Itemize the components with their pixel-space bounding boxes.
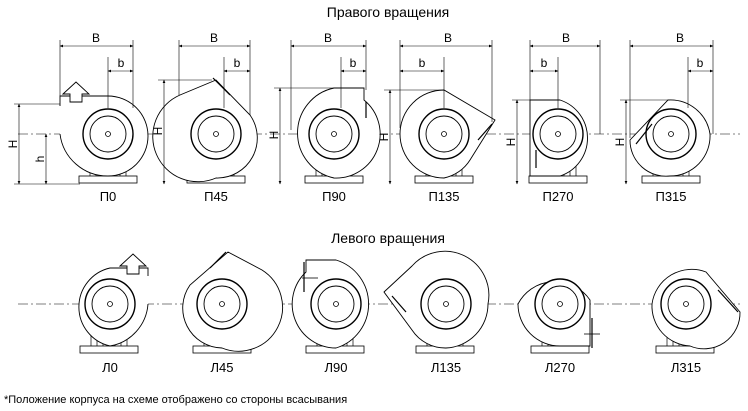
dim-b-p45: B	[210, 31, 218, 45]
dim-h-p315: H	[613, 138, 627, 147]
fan-l315	[651, 268, 741, 354]
impeller-hub	[333, 301, 339, 307]
fan-p135	[399, 89, 496, 184]
impeller-hub	[213, 131, 219, 137]
dim-h-p270: H	[504, 138, 518, 147]
outlet-arrow-icon	[61, 81, 91, 103]
fan-l45	[182, 251, 283, 354]
fan-p90	[297, 87, 381, 184]
impeller-inner	[91, 285, 129, 323]
dim-b-small-p315: b	[697, 56, 704, 70]
impeller-inner	[89, 115, 127, 153]
impeller-hub	[441, 131, 447, 137]
impeller-hub	[555, 131, 561, 137]
dim-b-p0: B	[92, 31, 100, 45]
impeller-hub	[557, 301, 563, 307]
impeller-inner	[197, 115, 235, 153]
fan-l135	[383, 250, 490, 354]
label-p90: П90	[322, 189, 346, 204]
label-p270: П270	[542, 189, 573, 204]
dim-b-small-p45: b	[234, 56, 241, 70]
fan-p0	[59, 81, 149, 184]
outlet-flange	[717, 289, 739, 313]
impeller-inner	[427, 285, 465, 323]
impeller-inner	[541, 285, 579, 323]
label-l0: Л0	[102, 360, 118, 375]
impeller-hub	[683, 301, 689, 307]
fan-l90	[291, 259, 369, 354]
impeller-inner	[667, 285, 705, 323]
label-p315: П315	[655, 189, 686, 204]
impeller-inner	[652, 115, 690, 153]
right-rotation-dimension-labels: B b H h B b H B b H B b H B b H B b H	[6, 31, 704, 162]
outlet-arrow-icon	[118, 253, 148, 275]
impeller-inner	[539, 115, 577, 153]
dim-b-small-p135: b	[419, 56, 426, 70]
dim-h-p0: H	[6, 140, 20, 149]
bottom-title: Левого вращения	[331, 230, 445, 246]
fan-p270	[528, 99, 588, 184]
impeller-hub	[219, 301, 225, 307]
impeller-hub	[443, 301, 449, 307]
dim-b-small-p90: b	[350, 56, 357, 70]
footnote: *Положение корпуса на схеме отображено с…	[4, 394, 347, 406]
dim-b-p270: B	[562, 31, 570, 45]
right-rotation-row	[59, 77, 711, 184]
outlet-flange	[212, 77, 231, 96]
right-rotation-labels: П0 П45 П90 П135 П270 П315	[100, 189, 687, 204]
fan-l270	[517, 278, 600, 354]
outlet-flange	[635, 123, 653, 145]
impeller-hub	[107, 301, 113, 307]
impeller-inner	[203, 285, 241, 323]
impeller-inner	[317, 285, 355, 323]
impeller-hub	[668, 131, 674, 137]
label-l45: Л45	[211, 360, 234, 375]
label-l90: Л90	[325, 360, 348, 375]
right-rotation-dimensions	[14, 40, 714, 185]
dim-h-small-p0: h	[33, 156, 47, 163]
dim-b-small-p0: b	[118, 56, 125, 70]
impeller-inner	[315, 115, 353, 153]
dim-b-p315: B	[676, 31, 684, 45]
label-p0: П0	[100, 189, 117, 204]
label-l270: Л270	[545, 360, 575, 375]
fan-p315	[629, 99, 711, 184]
dim-h-p45: H	[151, 127, 165, 136]
label-l135: Л135	[431, 360, 461, 375]
outlet-flange	[477, 123, 493, 141]
fan-l0	[78, 253, 149, 354]
label-p135: П135	[428, 189, 459, 204]
left-rotation-row	[78, 250, 741, 354]
top-title: Правого вращения	[327, 4, 449, 20]
dim-h-p90: H	[267, 131, 281, 140]
impeller-inner	[425, 115, 463, 153]
dim-b-small-p270: b	[541, 56, 548, 70]
impeller-hub	[105, 131, 111, 137]
outlet-flange	[391, 295, 407, 313]
dim-b-p135: B	[444, 31, 452, 45]
label-l315: Л315	[671, 360, 701, 375]
left-rotation-labels: Л0 Л45 Л90 Л135 Л270 Л315	[102, 360, 701, 375]
dim-b-p90: B	[324, 31, 332, 45]
impeller-hub	[331, 131, 337, 137]
label-p45: П45	[204, 189, 228, 204]
fan-p45	[152, 77, 258, 184]
outlet-flange	[209, 251, 227, 269]
dim-h-p135: H	[377, 133, 391, 142]
